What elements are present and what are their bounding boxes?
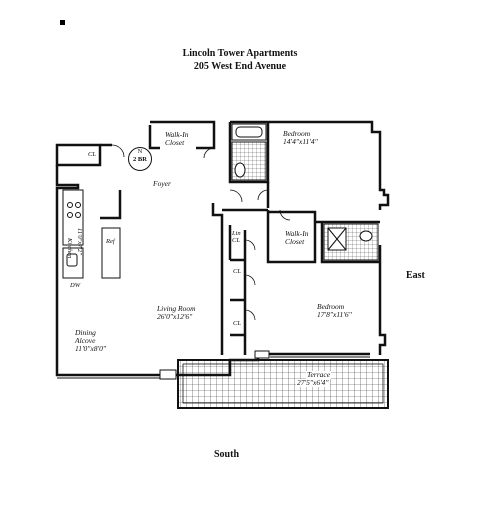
door-swings: [111, 144, 291, 321]
linen-closet-label: Lin CL: [232, 230, 241, 244]
bullet-marker: [60, 20, 65, 25]
building-title: Lincoln Tower Apartments: [182, 48, 298, 59]
bedroom-bottom-dimensions: 17'8"x11'6": [317, 310, 352, 319]
dishwasher-label: DW: [70, 282, 81, 289]
closet-label-mid-1: CL: [233, 268, 241, 275]
windows: [57, 350, 370, 380]
foyer-label: Foyer: [153, 179, 171, 188]
walk-in-closet-mid-label: Walk-In Closet: [285, 229, 309, 246]
dining-alcove-dimensions: 11'0"x8'0": [75, 344, 107, 353]
bathroom-mid: [323, 223, 379, 261]
north-letter: N: [137, 148, 143, 155]
kitchen-fixtures: [62, 189, 121, 279]
east-label: East: [406, 270, 425, 281]
kitchen-label: Kitchen: [66, 238, 73, 259]
north-unit-badge: N 2 BR: [128, 147, 152, 171]
bedroom-bottom-name: Bedroom: [317, 302, 345, 311]
dining-alcove-name: Dining Alcove: [75, 328, 96, 345]
bedroom-top-name: Bedroom: [283, 129, 311, 138]
building-address: 205 West End Avenue: [193, 61, 287, 72]
closet-label-mid-2: CL: [233, 320, 241, 327]
outer-walls: [55, 120, 390, 377]
kitchen-dimensions: 11'0"x7'2": [76, 228, 83, 255]
walk-in-closet-top-label: Walk-In Closet: [165, 130, 189, 147]
unit-type: 2 BR: [133, 156, 147, 163]
bathroom-top: [231, 123, 267, 181]
living-room-dimensions: 26'0"x12'6": [157, 312, 193, 321]
south-label: South: [214, 449, 240, 460]
refrigerator-label: Ref: [106, 238, 115, 245]
bedroom-top-dimensions: 14'4"x11'4": [283, 137, 318, 146]
terrace-dimensions: 27'5"x6'4": [296, 378, 330, 387]
living-room-name: Living Room: [157, 304, 196, 313]
closet-label-top: CL: [88, 151, 96, 158]
terrace: [177, 359, 389, 409]
terrace-name: Terrace: [306, 370, 332, 379]
